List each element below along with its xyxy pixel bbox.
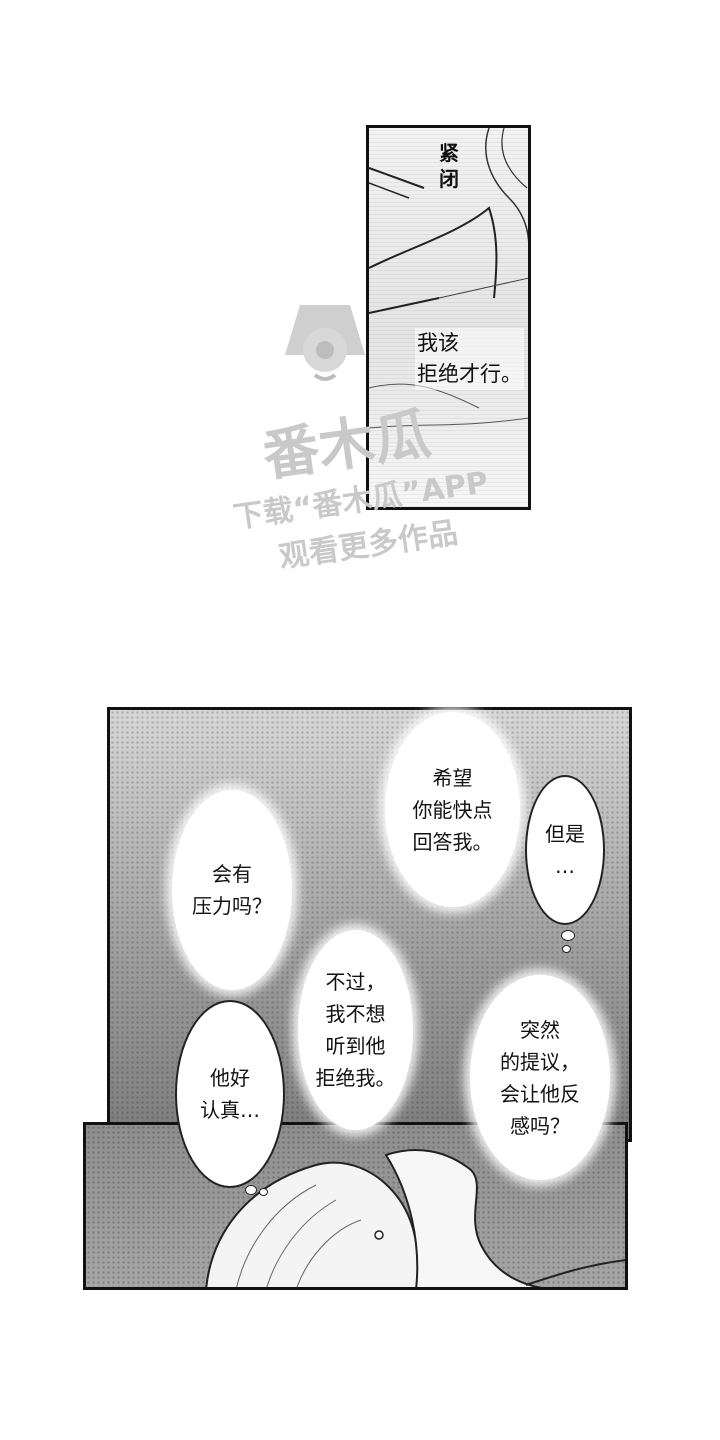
thought-bubble: 不过， 我不想 听到他 拒绝我。 (298, 930, 413, 1130)
sfx-text: 紧 闭 (439, 140, 459, 192)
watermark-line2-text: 观看更多作品 (276, 515, 461, 576)
bubble-text: 他好 认真… (200, 1066, 260, 1122)
panel-top: 紧 闭 我该 拒绝才行。 (366, 125, 531, 510)
thought-bubble: 希望 你能快点 回答我。 (385, 712, 520, 907)
panel-top-artwork (369, 128, 528, 429)
thought-bubble: 突然 的提议， 会让他反 感吗？ (470, 975, 610, 1180)
thought-dot (259, 1188, 268, 1196)
thought-bubble: 但是 … (525, 775, 605, 925)
sfx-label: 紧 闭 (439, 141, 459, 191)
watermark-line2: 观看更多作品 (276, 508, 460, 577)
thought-dot (561, 930, 575, 941)
bubble-text: 但是 … (545, 822, 585, 878)
speech-bubble: 他好 认真… (175, 1000, 285, 1188)
narration-caption: 我该 拒绝才行。 (415, 328, 524, 390)
bubble-text: 突然 的提议， 会让他反 感吗？ (500, 1017, 580, 1138)
bubble-text: 会有 压力吗？ (192, 862, 272, 918)
thought-dot (562, 945, 571, 953)
thought-dot (245, 1185, 257, 1195)
bubble-text: 希望 你能快点 回答我。 (412, 765, 493, 854)
bubble-text: 不过， 我不想 听到他 拒绝我。 (315, 970, 396, 1090)
caption-text: 我该 拒绝才行。 (417, 331, 522, 386)
thought-bubble: 会有 压力吗？ (172, 790, 292, 990)
